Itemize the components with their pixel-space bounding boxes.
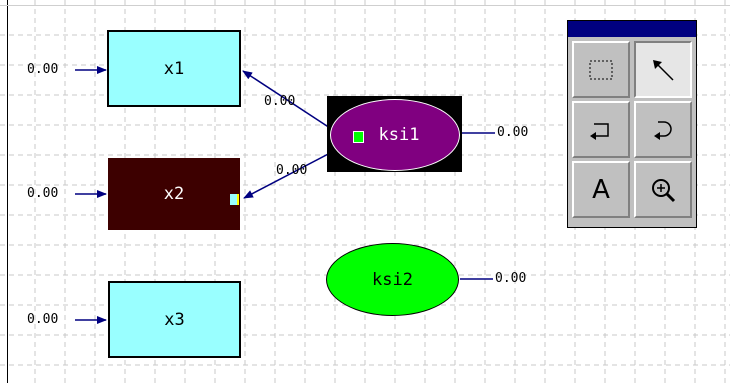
pointer-tool[interactable] (634, 41, 692, 98)
path-arrow-ksi1-x1 (242, 70, 331, 129)
select-rectangle-tool[interactable] (572, 41, 630, 98)
ksi1-connection-handle[interactable] (353, 131, 364, 143)
path-value-ksi1-x2[interactable]: 0.00 (276, 163, 308, 178)
dotted-rectangle-icon (589, 60, 613, 79)
x2-label: x2 (163, 184, 185, 204)
error-value-x3[interactable]: 0.00 (27, 312, 59, 327)
zoom-in-icon (652, 178, 676, 202)
observed-variable-x2[interactable]: x2 (108, 158, 240, 230)
rotate-right-icon (654, 120, 672, 140)
variance-value-ksi1[interactable]: 0.00 (497, 125, 529, 140)
zoom-tool[interactable] (634, 161, 692, 218)
drawing-toolbox[interactable]: A (567, 20, 697, 228)
path-value-ksi1-x1[interactable]: 0.00 (264, 94, 296, 109)
text-a-icon: A (592, 174, 610, 205)
arrow-pointer-icon (653, 59, 674, 81)
rotate-right-tool[interactable] (634, 101, 692, 158)
latent-variable-ksi2[interactable]: ksi2 (326, 243, 459, 316)
observed-variable-x1[interactable]: x1 (107, 30, 241, 107)
x1-label: x1 (163, 58, 185, 79)
rotate-left-icon (590, 122, 609, 140)
x2-connection-handle[interactable] (230, 194, 239, 205)
rotate-left-tool[interactable] (572, 101, 630, 158)
canvas-top-border (0, 5, 730, 6)
x3-label: x3 (164, 309, 185, 330)
observed-variable-x3[interactable]: x3 (108, 281, 241, 358)
text-tool[interactable]: A (572, 161, 630, 218)
error-value-x1[interactable]: 0.00 (27, 62, 59, 77)
ksi2-label: ksi2 (372, 269, 413, 290)
error-value-x2[interactable]: 0.00 (27, 186, 59, 201)
canvas-left-border (7, 0, 8, 383)
ksi1-label: ksi1 (378, 125, 420, 145)
toolbox-titlebar[interactable] (568, 21, 696, 37)
latent-variable-ksi1[interactable]: ksi1 (330, 99, 460, 171)
variance-value-ksi2[interactable]: 0.00 (495, 271, 527, 286)
